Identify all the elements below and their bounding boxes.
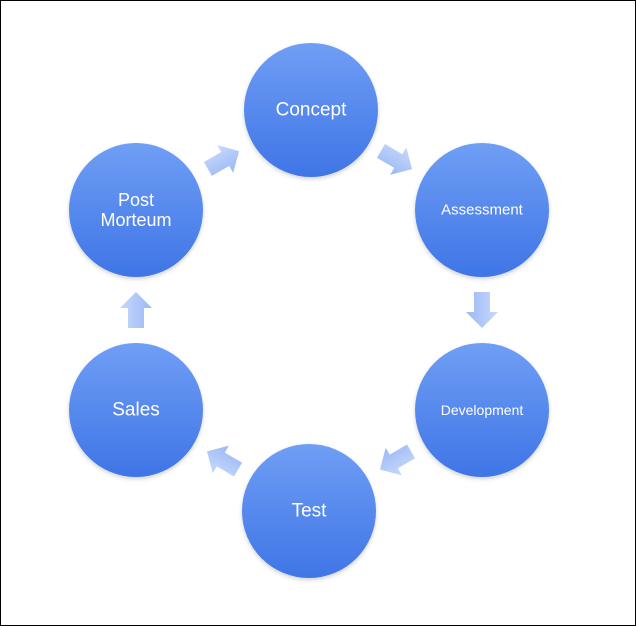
node-circle-development — [415, 343, 549, 477]
node-development: Development — [415, 343, 549, 477]
node-label-test: Test — [292, 501, 328, 522]
node-circle-sales — [69, 343, 203, 477]
arrow-assessment-to-development — [466, 292, 498, 328]
arrow-test-to-sales — [206, 445, 243, 477]
node-test: Test — [242, 444, 376, 578]
node-concept: Concept — [244, 43, 378, 177]
node-circle-concept — [244, 43, 378, 177]
node-label-concept: Concept — [276, 100, 347, 121]
node-label-post-morteum: Post — [118, 190, 154, 210]
arrow-post-morteum-to-concept — [203, 145, 240, 176]
node-label-sales: Sales — [112, 400, 160, 421]
node-label-assessment: Assessment — [441, 202, 524, 219]
arrow-concept-to-assessment — [376, 144, 413, 175]
node-label-post-morteum: Morteum — [100, 210, 171, 230]
node-circle-test — [242, 444, 376, 578]
node-assessment: Assessment — [415, 143, 549, 277]
arrow-sales-to-post-morteum — [120, 292, 152, 328]
node-sales: Sales — [69, 343, 203, 477]
arrow-development-to-test — [379, 444, 416, 476]
node-circle-assessment — [415, 143, 549, 277]
arrows-layer — [120, 144, 498, 477]
node-circle-post-morteum — [69, 143, 203, 277]
node-label-development: Development — [441, 402, 524, 418]
